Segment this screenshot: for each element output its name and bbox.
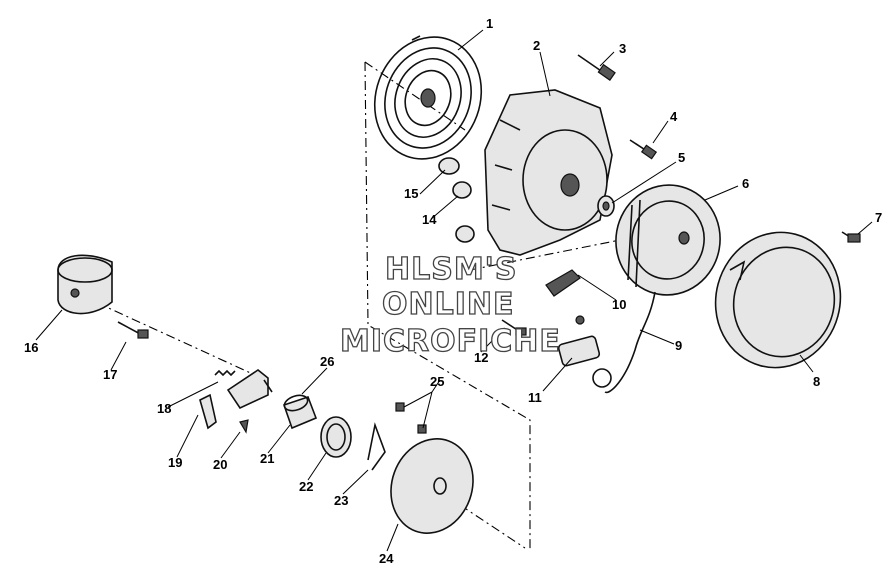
- ring-22: [320, 416, 352, 458]
- starter-housing: [484, 89, 613, 256]
- bolt-4: [629, 139, 658, 160]
- callouts: 1 2 3 4 5 6 7 8 9 10 11 12 14 15 16 17 1…: [24, 16, 882, 566]
- callout-17: 17: [103, 367, 117, 382]
- watermark-line-2: ONLINE: [382, 287, 515, 322]
- callout-25: 25: [430, 374, 444, 389]
- screw-7: [841, 231, 861, 243]
- cover-plate-24: [390, 438, 474, 534]
- callout-5: 5: [678, 150, 685, 165]
- callout-22: 22: [299, 479, 313, 494]
- callout-24: 24: [379, 551, 394, 566]
- spring-18: [214, 369, 236, 377]
- callout-14: 14: [422, 212, 437, 227]
- rope-guide: [545, 269, 581, 297]
- callout-9: 9: [675, 338, 682, 353]
- spacer-14: [452, 181, 475, 243]
- callout-10: 10: [612, 297, 626, 312]
- callout-12: 12: [474, 350, 488, 365]
- wire-spring-23: [367, 422, 386, 471]
- callout-2: 2: [533, 38, 540, 53]
- pin-20: [239, 419, 249, 434]
- callout-19: 19: [168, 455, 182, 470]
- callout-18: 18: [157, 401, 171, 416]
- starter-cover: [714, 231, 842, 369]
- leader-lines: [35, 29, 873, 552]
- bolt-12: [501, 319, 527, 336]
- callout-20: 20: [213, 457, 227, 472]
- watermark-line-1: HLSM'S: [385, 252, 517, 287]
- pawl-19: [199, 393, 217, 430]
- callout-6: 6: [742, 176, 749, 191]
- callout-21: 21: [260, 451, 274, 466]
- bolt-17: [117, 321, 149, 339]
- screws-25: [395, 391, 433, 434]
- watermark-line-3: MICROFICHE: [340, 324, 561, 359]
- callout-8: 8: [813, 374, 820, 389]
- callout-26: 26: [320, 354, 334, 369]
- callout-23: 23: [334, 493, 348, 508]
- washer: [597, 195, 615, 217]
- callout-3: 3: [619, 41, 626, 56]
- callout-1: 1: [486, 16, 493, 31]
- bushing-21: [282, 394, 318, 430]
- rope-pulley: [615, 184, 721, 296]
- bolt-3: [577, 54, 616, 81]
- callout-11: 11: [528, 390, 542, 405]
- starter-rope: [604, 291, 656, 394]
- nut-15: [438, 157, 460, 175]
- callout-16: 16: [24, 340, 38, 355]
- recoil-spring: [373, 35, 483, 160]
- starter-cup: [57, 254, 113, 315]
- callout-4: 4: [670, 109, 678, 124]
- watermark: HLSM'S ONLINE MICROFICHE: [339, 251, 561, 359]
- part-26: [263, 379, 273, 393]
- callout-15: 15: [404, 186, 418, 201]
- lever-assembly: [226, 369, 269, 410]
- callout-7: 7: [875, 210, 882, 225]
- starter-handle: [557, 315, 612, 388]
